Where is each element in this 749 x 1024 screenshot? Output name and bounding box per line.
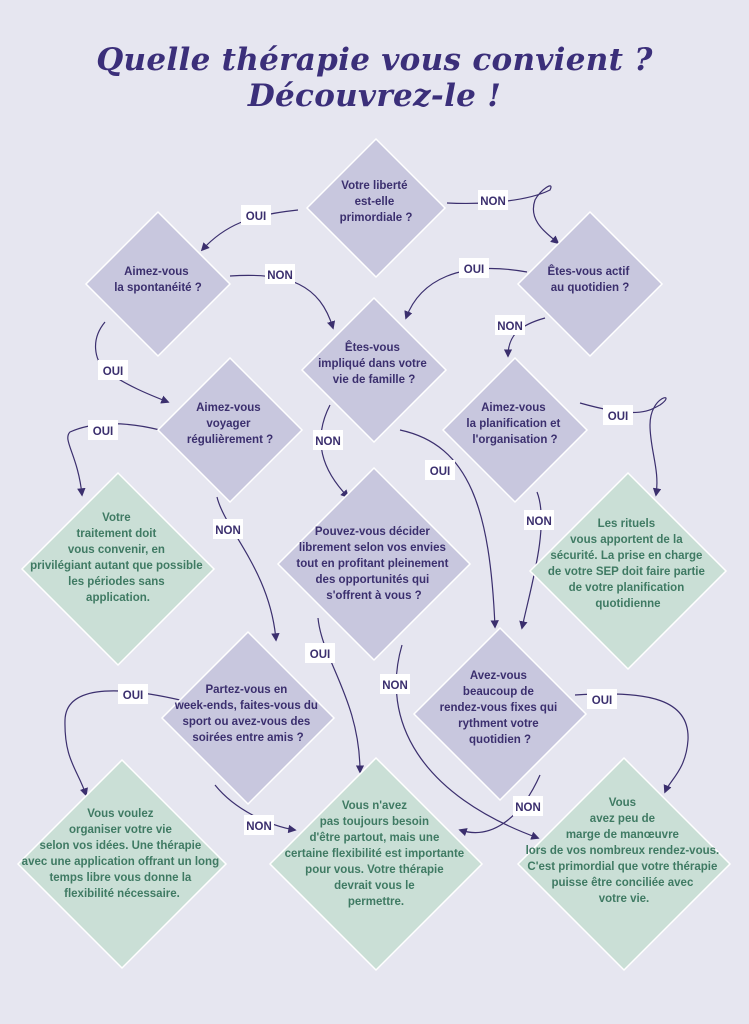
page-title: Quelle thérapie vous convient ? Découvre… bbox=[96, 42, 653, 114]
label-oui-actif: OUI bbox=[459, 258, 489, 278]
label-oui-weekends: OUI bbox=[118, 684, 148, 704]
result-rituels: Les rituels vous apportent de la sécurit… bbox=[528, 471, 728, 671]
connector-actif-oui bbox=[404, 268, 528, 320]
label-non-famille: NON bbox=[313, 430, 343, 450]
question-spontaneite: Aimez-vous la spontanéité ? bbox=[84, 210, 232, 358]
svg-text:OUI: OUI bbox=[430, 466, 450, 478]
label-oui-voyager: OUI bbox=[88, 420, 118, 440]
svg-text:OUI: OUI bbox=[246, 211, 266, 223]
label-non-weekends: NON bbox=[244, 815, 274, 835]
result-organiser-text: Vous voulez organiser votre vie selon vo… bbox=[22, 808, 223, 900]
result-marge: Vous avez peu de marge de manœuvre lors … bbox=[516, 756, 732, 972]
question-famille: Êtes-vous impliqué dans votre vie de fam… bbox=[300, 296, 448, 444]
svg-text:NON: NON bbox=[215, 525, 241, 537]
question-decider: Pouvez-vous décider librement selon vos … bbox=[276, 466, 472, 662]
connector-liberte-oui bbox=[200, 209, 299, 252]
question-decider-text: Pouvez-vous décider librement selon vos … bbox=[296, 526, 451, 602]
label-oui-liberte: OUI bbox=[241, 205, 271, 225]
result-traitement-text: Votre traitement doit vous convenir, en … bbox=[30, 512, 206, 604]
svg-text:OUI: OUI bbox=[464, 264, 484, 276]
connectors bbox=[64, 185, 689, 840]
connector-spontaneite-non bbox=[229, 274, 336, 330]
question-actif-text: Êtes-vous actif au quotidien ? bbox=[547, 265, 632, 294]
svg-text:NON: NON bbox=[480, 196, 506, 208]
label-oui-rendezvous: OUI bbox=[587, 689, 617, 709]
label-non-liberte: NON bbox=[478, 190, 508, 210]
svg-text:NON: NON bbox=[246, 821, 272, 833]
svg-text:NON: NON bbox=[315, 436, 341, 448]
svg-text:OUI: OUI bbox=[608, 411, 628, 423]
result-flexibilite-text: Vous n'avez pas toujours besoin d'être p… bbox=[285, 800, 468, 908]
svg-text:NON: NON bbox=[526, 516, 552, 528]
question-rendezvous-text: Avez-vous beaucoup de rendez-vous fixes … bbox=[440, 670, 561, 746]
question-liberte-text: Votre liberté est-elle primordiale ? bbox=[340, 180, 413, 224]
svg-text:OUI: OUI bbox=[103, 366, 123, 378]
connector-voyager-non bbox=[216, 496, 280, 642]
svg-text:NON: NON bbox=[267, 270, 293, 282]
svg-text:OUI: OUI bbox=[123, 690, 143, 702]
connector-rendezvous-oui bbox=[574, 693, 689, 794]
question-spontaneite-text: Aimez-vous la spontanéité ? bbox=[114, 266, 202, 294]
question-weekends: Partez-vous en week-ends, faites-vous du… bbox=[160, 630, 336, 806]
svg-text:OUI: OUI bbox=[310, 649, 330, 661]
label-oui-spontaneite: OUI bbox=[98, 360, 128, 380]
label-oui-decider: OUI bbox=[305, 643, 335, 663]
svg-text:NON: NON bbox=[497, 321, 523, 333]
label-non-rendezvous: NON bbox=[513, 796, 543, 816]
result-traitement: Votre traitement doit vous convenir, en … bbox=[20, 471, 216, 667]
question-famille-text: Êtes-vous impliqué dans votre vie de fam… bbox=[318, 341, 430, 386]
label-oui-planification: OUI bbox=[603, 405, 633, 425]
connector-decider-non bbox=[395, 644, 540, 840]
question-voyager: Aimez-vous voyager régulièrement ? bbox=[156, 356, 304, 504]
question-liberte: Votre liberté est-elle primordiale ? bbox=[305, 137, 447, 279]
result-rituels-text: Les rituels vous apportent de la sécurit… bbox=[548, 518, 708, 610]
label-non-voyager: NON bbox=[213, 519, 243, 539]
svg-text:OUI: OUI bbox=[93, 426, 113, 438]
connector-rendezvous-non bbox=[458, 774, 541, 837]
svg-text:NON: NON bbox=[382, 680, 408, 692]
question-rendezvous: Avez-vous beaucoup de rendez-vous fixes … bbox=[412, 626, 588, 802]
question-actif: Êtes-vous actif au quotidien ? bbox=[516, 210, 664, 358]
question-planification: Aimez-vous la planification et l'organis… bbox=[441, 356, 589, 504]
result-flexibilite: Vous n'avez pas toujours besoin d'être p… bbox=[268, 756, 484, 972]
connector-planification-non bbox=[519, 491, 542, 630]
connector-decider-oui bbox=[317, 617, 365, 774]
svg-text:NON: NON bbox=[515, 802, 541, 814]
label-oui-famille: OUI bbox=[425, 460, 455, 480]
label-non-spontaneite: NON bbox=[265, 264, 295, 284]
result-marge-text: Vous avez peu de marge de manœuvre lors … bbox=[526, 797, 723, 905]
svg-text:OUI: OUI bbox=[592, 695, 612, 707]
result-organiser: Vous voulez organiser votre vie selon vo… bbox=[16, 758, 228, 970]
question-voyager-text: Aimez-vous voyager régulièrement ? bbox=[187, 402, 273, 446]
question-weekends-text: Partez-vous en week-ends, faites-vous du… bbox=[174, 684, 321, 744]
label-non-actif: NON bbox=[495, 315, 525, 335]
connector-voyager-oui bbox=[67, 423, 161, 497]
connector-famille-oui bbox=[399, 429, 499, 629]
connector-planification-oui bbox=[579, 397, 667, 497]
connector-famille-non bbox=[320, 404, 350, 499]
question-planification-text: Aimez-vous la planification et l'organis… bbox=[466, 402, 563, 446]
label-non-planification: NON bbox=[524, 510, 554, 530]
label-non-decider: NON bbox=[380, 674, 410, 694]
